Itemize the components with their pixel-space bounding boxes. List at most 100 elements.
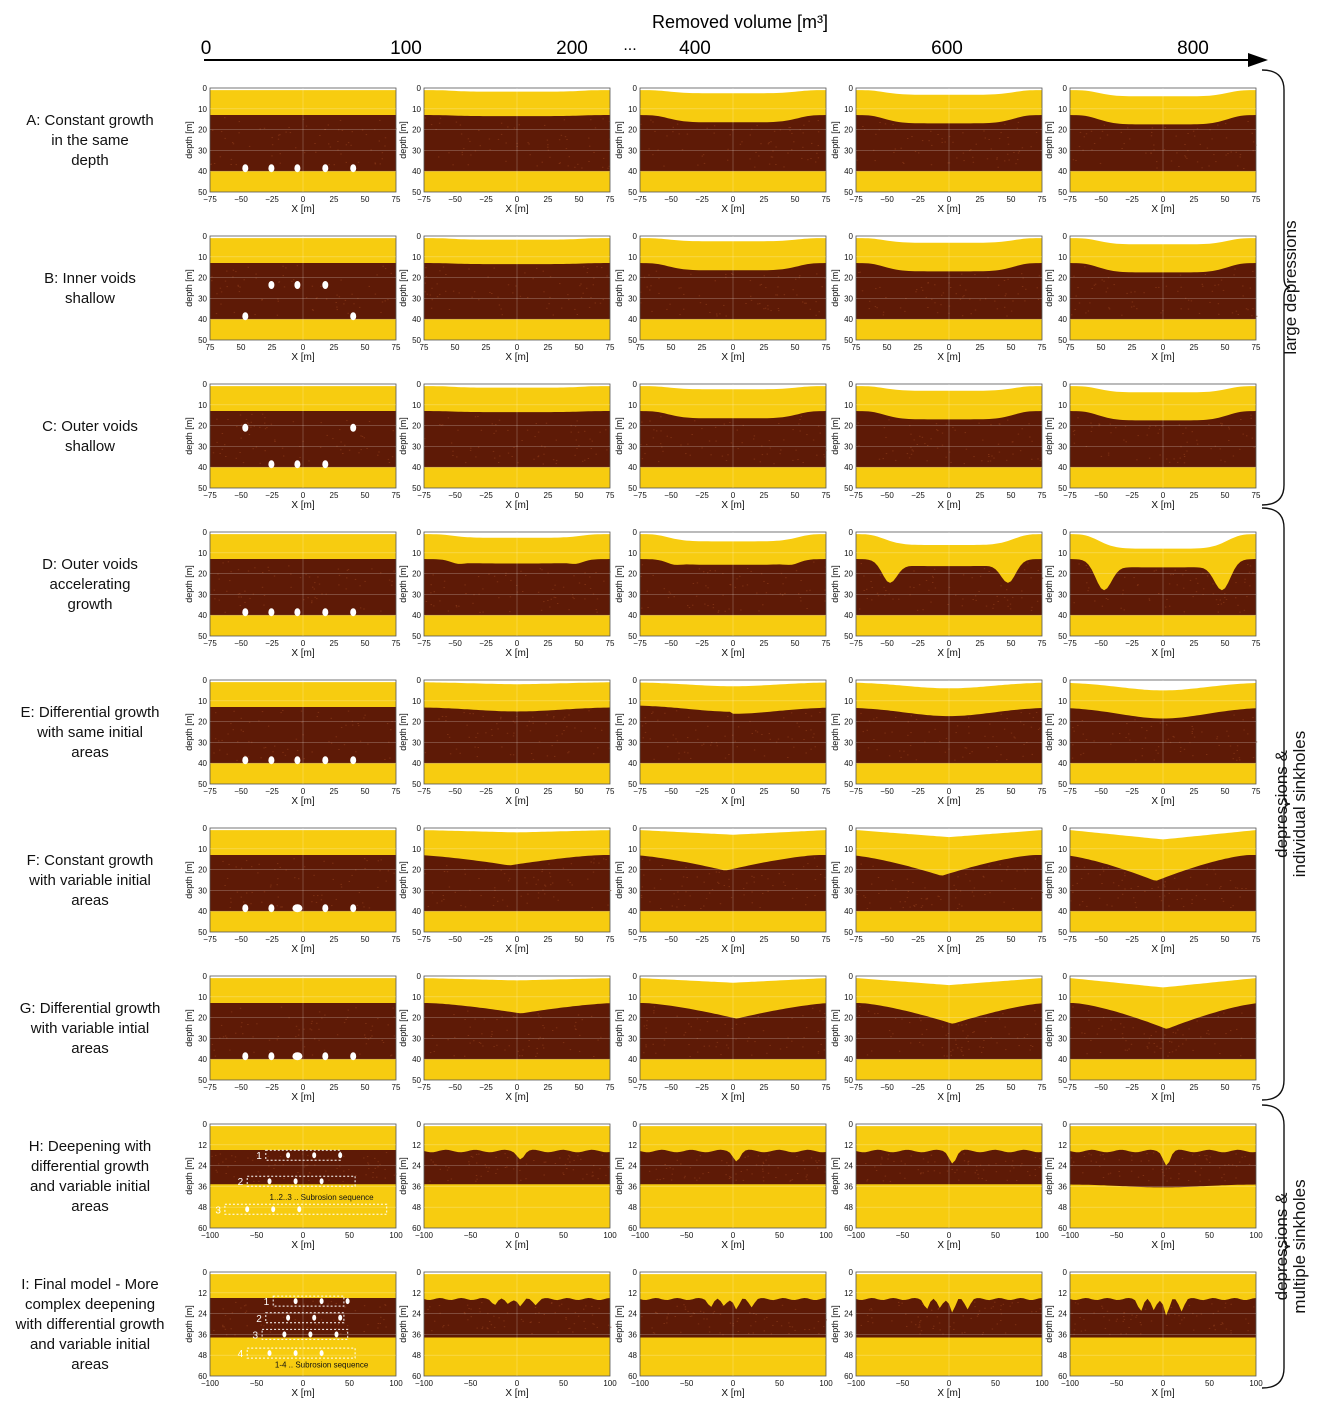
clay-speckle — [1247, 1330, 1249, 1332]
clay-speckle — [1037, 570, 1039, 571]
y-tick-label: 30 — [844, 738, 853, 747]
clay-speckle — [317, 895, 319, 897]
axes-frame — [209, 1271, 397, 1377]
y-tick-label: 40 — [628, 463, 637, 472]
clay-speckle — [1146, 1153, 1148, 1155]
clay-speckle — [470, 447, 472, 449]
clay-speckle — [495, 1173, 497, 1174]
clay-speckle — [301, 1153, 304, 1155]
clay-speckle — [736, 1320, 739, 1322]
clay-speckle — [1214, 445, 1217, 447]
y-tick-label: 0 — [203, 676, 208, 685]
clay-speckle — [695, 729, 697, 731]
clay-speckle — [343, 1022, 346, 1024]
clay-speckle — [920, 286, 923, 288]
clay-speckle — [749, 1312, 751, 1314]
y-tick-label: 40 — [844, 167, 853, 176]
y-tick-label: 0 — [417, 972, 422, 981]
clay-speckle — [1220, 1324, 1222, 1325]
clay-speckle — [912, 882, 914, 884]
clay-speckle — [719, 313, 721, 315]
x-tick-label: −25 — [1125, 1083, 1139, 1092]
x-tick-label: 0 — [731, 935, 736, 944]
row-label-c-line: shallow — [65, 438, 115, 455]
clay-speckle — [325, 1170, 327, 1172]
clay-speckle — [246, 1325, 248, 1327]
clay-speckle — [543, 1047, 545, 1049]
clay-speckle — [226, 877, 229, 879]
clay-speckle — [783, 166, 785, 168]
clay-speckle — [277, 878, 279, 880]
clay-speckle — [967, 1163, 969, 1165]
clay-speckle — [640, 894, 643, 896]
y-tick-label: 40 — [844, 463, 853, 472]
clay-speckle — [937, 430, 939, 432]
clay-speckle — [1021, 597, 1023, 599]
clay-layer — [210, 115, 396, 172]
clay-speckle — [942, 292, 945, 294]
clay-speckle — [1080, 1330, 1083, 1332]
clay-speckle — [863, 575, 865, 577]
clay-speckle — [262, 572, 264, 573]
y-tick-label: 10 — [412, 401, 421, 410]
clay-speckle — [1159, 896, 1161, 898]
clay-speckle — [696, 582, 699, 584]
clay-speckle — [1090, 130, 1093, 132]
y-axis-label: depth [m] — [1044, 121, 1054, 159]
clay-speckle — [1225, 1033, 1227, 1035]
y-tick-label: 30 — [412, 1034, 421, 1043]
clay-speckle — [990, 148, 992, 150]
clay-speckle — [463, 1311, 466, 1313]
clay-speckle — [519, 1055, 521, 1057]
clay-speckle — [1132, 1027, 1134, 1029]
clay-speckle — [470, 1316, 472, 1318]
clay-speckle — [796, 722, 798, 724]
clay-speckle — [813, 733, 815, 735]
clay-speckle — [652, 574, 654, 576]
clay-speckle — [662, 1178, 665, 1180]
subrosion-annotation: 1-4 .. Subrosion sequence — [275, 1361, 369, 1370]
clay-speckle — [553, 716, 555, 717]
x-tick-label: 0 — [301, 1083, 306, 1092]
clay-speckle — [1195, 591, 1198, 593]
clay-speckle — [660, 443, 662, 445]
clay-speckle — [562, 718, 565, 720]
clay-speckle — [895, 716, 897, 718]
clay-speckle — [568, 1154, 570, 1156]
clay-speckle — [1229, 745, 1232, 747]
clay-speckle — [337, 568, 340, 570]
clay-speckle — [242, 462, 245, 464]
clay-speckle — [1085, 446, 1088, 447]
clay-speckle — [661, 865, 664, 866]
clay-speckle — [788, 127, 790, 129]
x-tick-label: −50 — [1094, 491, 1108, 500]
clay-speckle — [1230, 151, 1232, 153]
y-tick-label: 0 — [633, 84, 638, 93]
row-label-f-line: areas — [71, 892, 109, 909]
y-axis-label: depth [m] — [614, 713, 624, 751]
clay-speckle — [653, 887, 656, 889]
clay-speckle — [799, 419, 801, 420]
y-tick-label: 30 — [198, 442, 207, 451]
clay-speckle — [1102, 867, 1104, 869]
clay-speckle — [345, 588, 347, 590]
clay-speckle — [478, 878, 480, 880]
clay-layer — [1070, 559, 1256, 616]
clay-speckle — [230, 164, 232, 165]
x-tick-label: −75 — [203, 935, 217, 944]
clay-speckle — [313, 874, 315, 876]
clay-speckle — [379, 1163, 381, 1165]
clay-speckle — [952, 1049, 954, 1051]
clay-speckle — [1168, 1052, 1171, 1054]
clay-speckle — [384, 268, 387, 270]
clay-speckle — [560, 134, 563, 136]
clay-speckle — [1110, 1019, 1112, 1021]
clay-speckle — [732, 129, 734, 131]
clay-speckle — [761, 875, 763, 877]
clay-speckle — [430, 1159, 432, 1161]
y-tick-label: 30 — [628, 886, 637, 895]
clay-speckle — [685, 453, 687, 455]
clay-speckle — [1159, 722, 1162, 724]
clay-speckle — [937, 895, 939, 897]
clay-speckle — [707, 572, 709, 574]
